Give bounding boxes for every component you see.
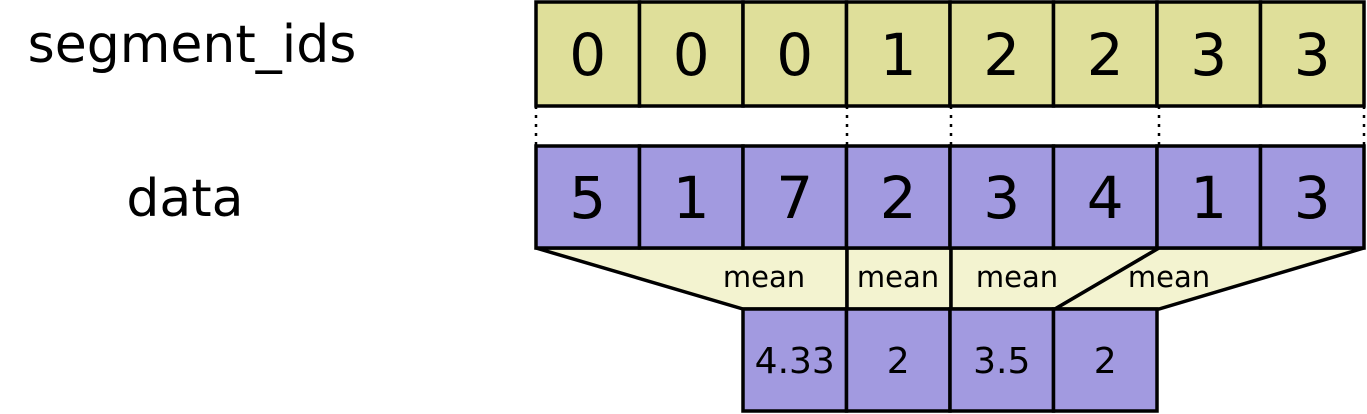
segment-id-value: 3 [1190,21,1227,89]
data-label: data [126,169,243,229]
result-value: 3.5 [973,341,1030,382]
mean-label-0: mean [723,260,805,294]
segment-id-value: 0 [569,21,606,89]
data-cell [844,144,952,250]
result-cell [1051,307,1159,413]
segment-id-value: 1 [880,21,917,89]
data-value: 5 [569,164,606,232]
data-cell [741,144,849,250]
segment-id-value: 2 [1087,21,1124,89]
segment-id-cell [1051,0,1159,108]
mean-label-2: mean [976,260,1058,294]
segment-id-value: 3 [1294,21,1331,89]
segment-id-cell [1258,0,1366,108]
data-cell [534,144,642,250]
segment-id-cell [534,0,642,108]
segment-boundaries [534,106,1366,145]
segment-id-cell [637,0,745,108]
segment-id-cell [948,0,1056,108]
data-value: 2 [880,164,917,232]
data-value: 7 [776,164,813,232]
data-cell [1155,144,1263,250]
data-cell [1051,144,1159,250]
segment-id-cell [844,0,952,108]
result-cell [844,307,952,413]
data-value: 1 [1190,164,1227,232]
segment-ids-label: segment_ids [28,15,357,75]
data-value: 3 [983,164,1020,232]
segment-id-value: 0 [673,21,710,89]
data-value: 3 [1294,164,1331,232]
segment-id-value: 2 [983,21,1020,89]
mean-label-1: mean [857,260,939,294]
data-value: 1 [673,164,710,232]
data-cell [1258,144,1366,250]
segment-id-value: 0 [776,21,813,89]
data-cell [948,144,1056,250]
result-cell [741,307,849,413]
funnel-group [535,246,1365,311]
result-cell [948,307,1056,413]
mean-label-3: mean [1128,260,1210,294]
result-value: 2 [887,341,910,382]
result-row: 4.33 2 3.5 2 [741,307,1159,413]
data-value: 4 [1087,164,1124,232]
result-value: 4.33 [755,341,835,382]
result-value: 2 [1094,341,1117,382]
segment-id-cell [1155,0,1263,108]
